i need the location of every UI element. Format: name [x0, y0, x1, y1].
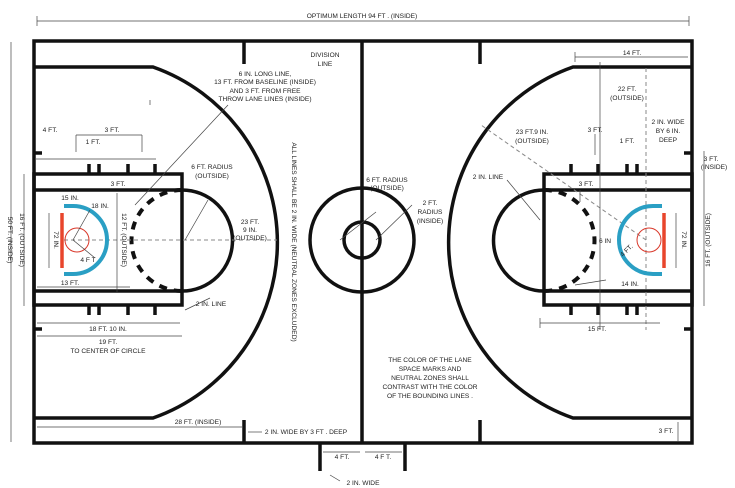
dim-label: 15 IN. [61, 195, 79, 202]
dim-label: DEEP [659, 137, 678, 144]
dim-label: 1 FT. [86, 139, 101, 146]
length-label: OPTIMUM LENGTH 94 FT . (INSIDE) [307, 13, 418, 20]
restricted-area-arc [64, 204, 109, 276]
color-note: NEUTRAL ZONES SHALL [391, 375, 469, 382]
dim-label: 6 FT. RADIUS [191, 164, 233, 171]
color-note: OF THE BOUNDING LINES . [387, 393, 473, 400]
dim-label: BY 6 IN. [656, 128, 681, 135]
dim-label: 72 IN. [52, 231, 59, 249]
dim-label: 6 FT. RADIUS [366, 177, 408, 184]
rim [636, 227, 662, 253]
three-point-line [446, 65, 692, 420]
three-point-line [34, 65, 280, 420]
dim-label: (OUTSIDE) [515, 138, 549, 145]
hash-label: AND 3 FT. FROM FREE [229, 88, 301, 95]
dim-label: 2 IN. LINE [196, 301, 227, 308]
dim-label: 3 FT. [704, 156, 719, 163]
center-inner-circle [342, 220, 382, 260]
dim-label: 16 FT. (OUTSIDE) [705, 213, 712, 267]
hash-label: THROW LANE LINES (INSIDE) [218, 96, 311, 103]
dim-label: 23 FT. [241, 219, 259, 226]
free-throw-lane [32, 172, 184, 307]
dim-label: (OUTSIDE) [195, 173, 229, 180]
dim-label: 22 FT. [618, 86, 636, 93]
dim-label: 3 FT. [588, 127, 603, 134]
left-half [32, 65, 280, 420]
color-note: CONTRAST WITH THE COLOR [382, 384, 477, 391]
dim-label: 50 FT. (INSIDE) [6, 217, 13, 264]
radius-line [480, 124, 647, 241]
dim-label: 18 FT. 10 IN. [89, 326, 127, 333]
dim-label: 18 IN. [91, 203, 109, 210]
dim-label: 12 FT. (OUTSIDE) [120, 213, 127, 267]
dim-label: 9 IN. [243, 227, 257, 234]
dim-label: 2 IN. WIDE [652, 119, 686, 126]
dim-label: 3 FT. [105, 127, 120, 134]
restricted-area-arc [617, 204, 662, 276]
dim-label: 19 FT. [99, 339, 117, 346]
dim-label: 4 F T [80, 257, 95, 264]
right-half [446, 65, 694, 420]
dim-label: TO CENTER OF CIRCLE [71, 348, 147, 355]
dim-label: 14 FT. [623, 50, 641, 57]
dim-label: 16 FT. (OUTSIDE) [18, 213, 25, 267]
dim-label: 4 FT. [43, 127, 58, 134]
free-throw-circle-dashed [543, 188, 597, 293]
dim-label: 4 FT. [335, 454, 350, 461]
lane-space-marks [569, 151, 692, 331]
division-label: DIVISION [311, 52, 340, 59]
dim-label: RADIUS [418, 209, 444, 216]
dim-label: (OUTSIDE) [610, 95, 644, 102]
free-throw-circle-dashed [129, 188, 183, 293]
free-throw-lane [542, 172, 694, 307]
color-note: THE COLOR OF THE LANE [388, 357, 472, 364]
lane-space-marks [34, 151, 157, 331]
dim-label: 6 IN [599, 238, 611, 245]
dim-label: 72 IN. [680, 231, 687, 249]
dim-label: 14 IN. [621, 281, 639, 288]
dimension-lines [10, 16, 705, 482]
dim-label: 23 FT.9 IN. [516, 129, 548, 136]
center-circle [308, 186, 416, 294]
labels: OPTIMUM LENGTH 94 FT . (INSIDE) DIVISION… [6, 13, 727, 487]
dim-label: 2 IN. WIDE [347, 480, 381, 487]
dim-label: 3 FT. [579, 181, 594, 188]
dim-label: (INSIDE) [701, 164, 727, 171]
dim-label: 2 FT. [423, 200, 438, 207]
dim-label: 13 FT. [61, 280, 79, 287]
dim-label: 2 IN. LINE [473, 174, 504, 181]
dim-label: 2 IN. WIDE BY 3 FT . DEEP [265, 429, 348, 436]
dim-label: (OUTSIDE) [233, 235, 267, 242]
dim-label: (OUTSIDE) [370, 185, 404, 192]
dim-label: (INSIDE) [417, 218, 443, 225]
dim-label: 15 FT. [588, 326, 606, 333]
dim-label: 4 FT. [619, 243, 634, 258]
hash-label: 13 FT. FROM BASELINE (INSIDE) [214, 79, 316, 86]
dim-label: 28 FT. (INSIDE) [175, 419, 222, 426]
dim-label: 4 F T. [375, 454, 392, 461]
all-lines-note: ALL LINES SHALL BE 2 IN. WIDE (NEUTRAL Z… [290, 142, 297, 341]
hash-label: 6 IN. LONG LINE, [239, 71, 292, 78]
dim-label: 1 FT. [620, 138, 635, 145]
division-label: LINE [318, 61, 333, 68]
dim-label: 3 FT. [659, 428, 674, 435]
free-throw-circle [491, 188, 545, 293]
rim [64, 227, 90, 253]
color-note: SPACE MARKS AND [399, 366, 462, 373]
dim-label: 3 FT. [111, 181, 126, 188]
